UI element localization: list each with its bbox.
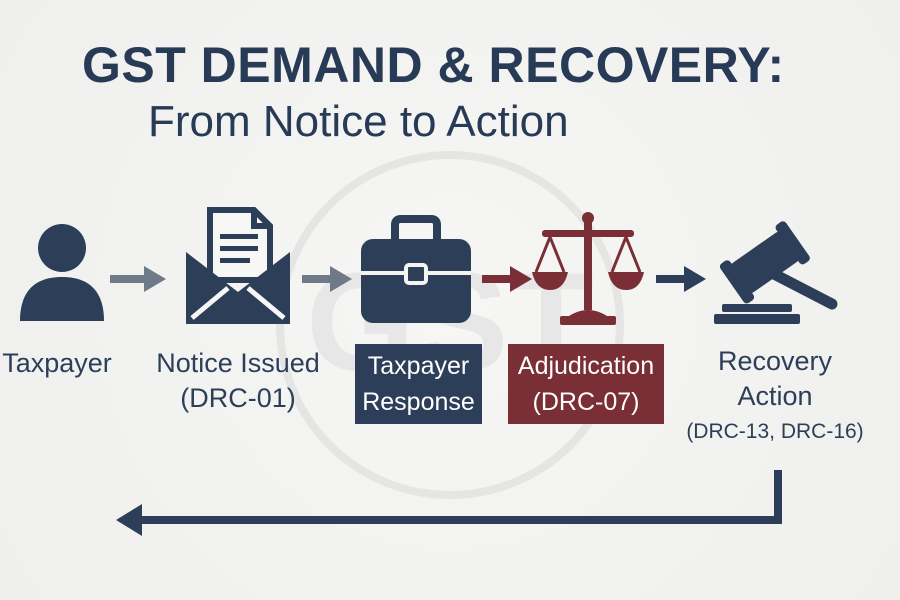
step-recovery-label: Recovery Action (DRC-13, DRC-16): [680, 344, 870, 449]
page-subtitle: From Notice to Action: [148, 97, 569, 146]
person-icon: [20, 224, 104, 321]
arrow-right-icon: [302, 266, 352, 292]
step-response-line1: Taxpayer: [367, 352, 470, 380]
arrow-right-icon: [656, 266, 706, 292]
step-adjudication-box: Adjudication (DRC-07): [508, 344, 664, 424]
envelope-notice-icon: [186, 207, 290, 324]
scales-icon: [532, 212, 644, 325]
step-taxpayer-text: Taxpayer: [2, 348, 112, 378]
step-adjudication-line1: Adjudication: [517, 352, 655, 380]
briefcase-icon: [361, 215, 471, 323]
step-taxpayer-label: Taxpayer: [0, 346, 132, 381]
arrow-right-icon: [110, 266, 166, 292]
step-notice-label: Notice Issued (DRC-01): [150, 346, 326, 416]
step-response-box: Taxpayer Response: [355, 344, 482, 424]
step-recovery-line1: Recovery: [717, 346, 833, 376]
step-adjudication-line2: (DRC-07): [532, 388, 640, 416]
return-arrow-icon: [116, 470, 782, 536]
step-recovery-line2: Action: [737, 381, 813, 411]
step-notice-line2: (DRC-01): [180, 383, 296, 413]
step-response-line2: Response: [362, 388, 475, 416]
arrow-right-icon: [482, 266, 532, 292]
step-notice-line1: Notice Issued: [156, 348, 320, 378]
gavel-icon: [714, 221, 838, 324]
step-recovery-line3: (DRC-13, DRC-16): [686, 420, 864, 443]
page-title: GST DEMAND & RECOVERY:: [82, 37, 785, 93]
